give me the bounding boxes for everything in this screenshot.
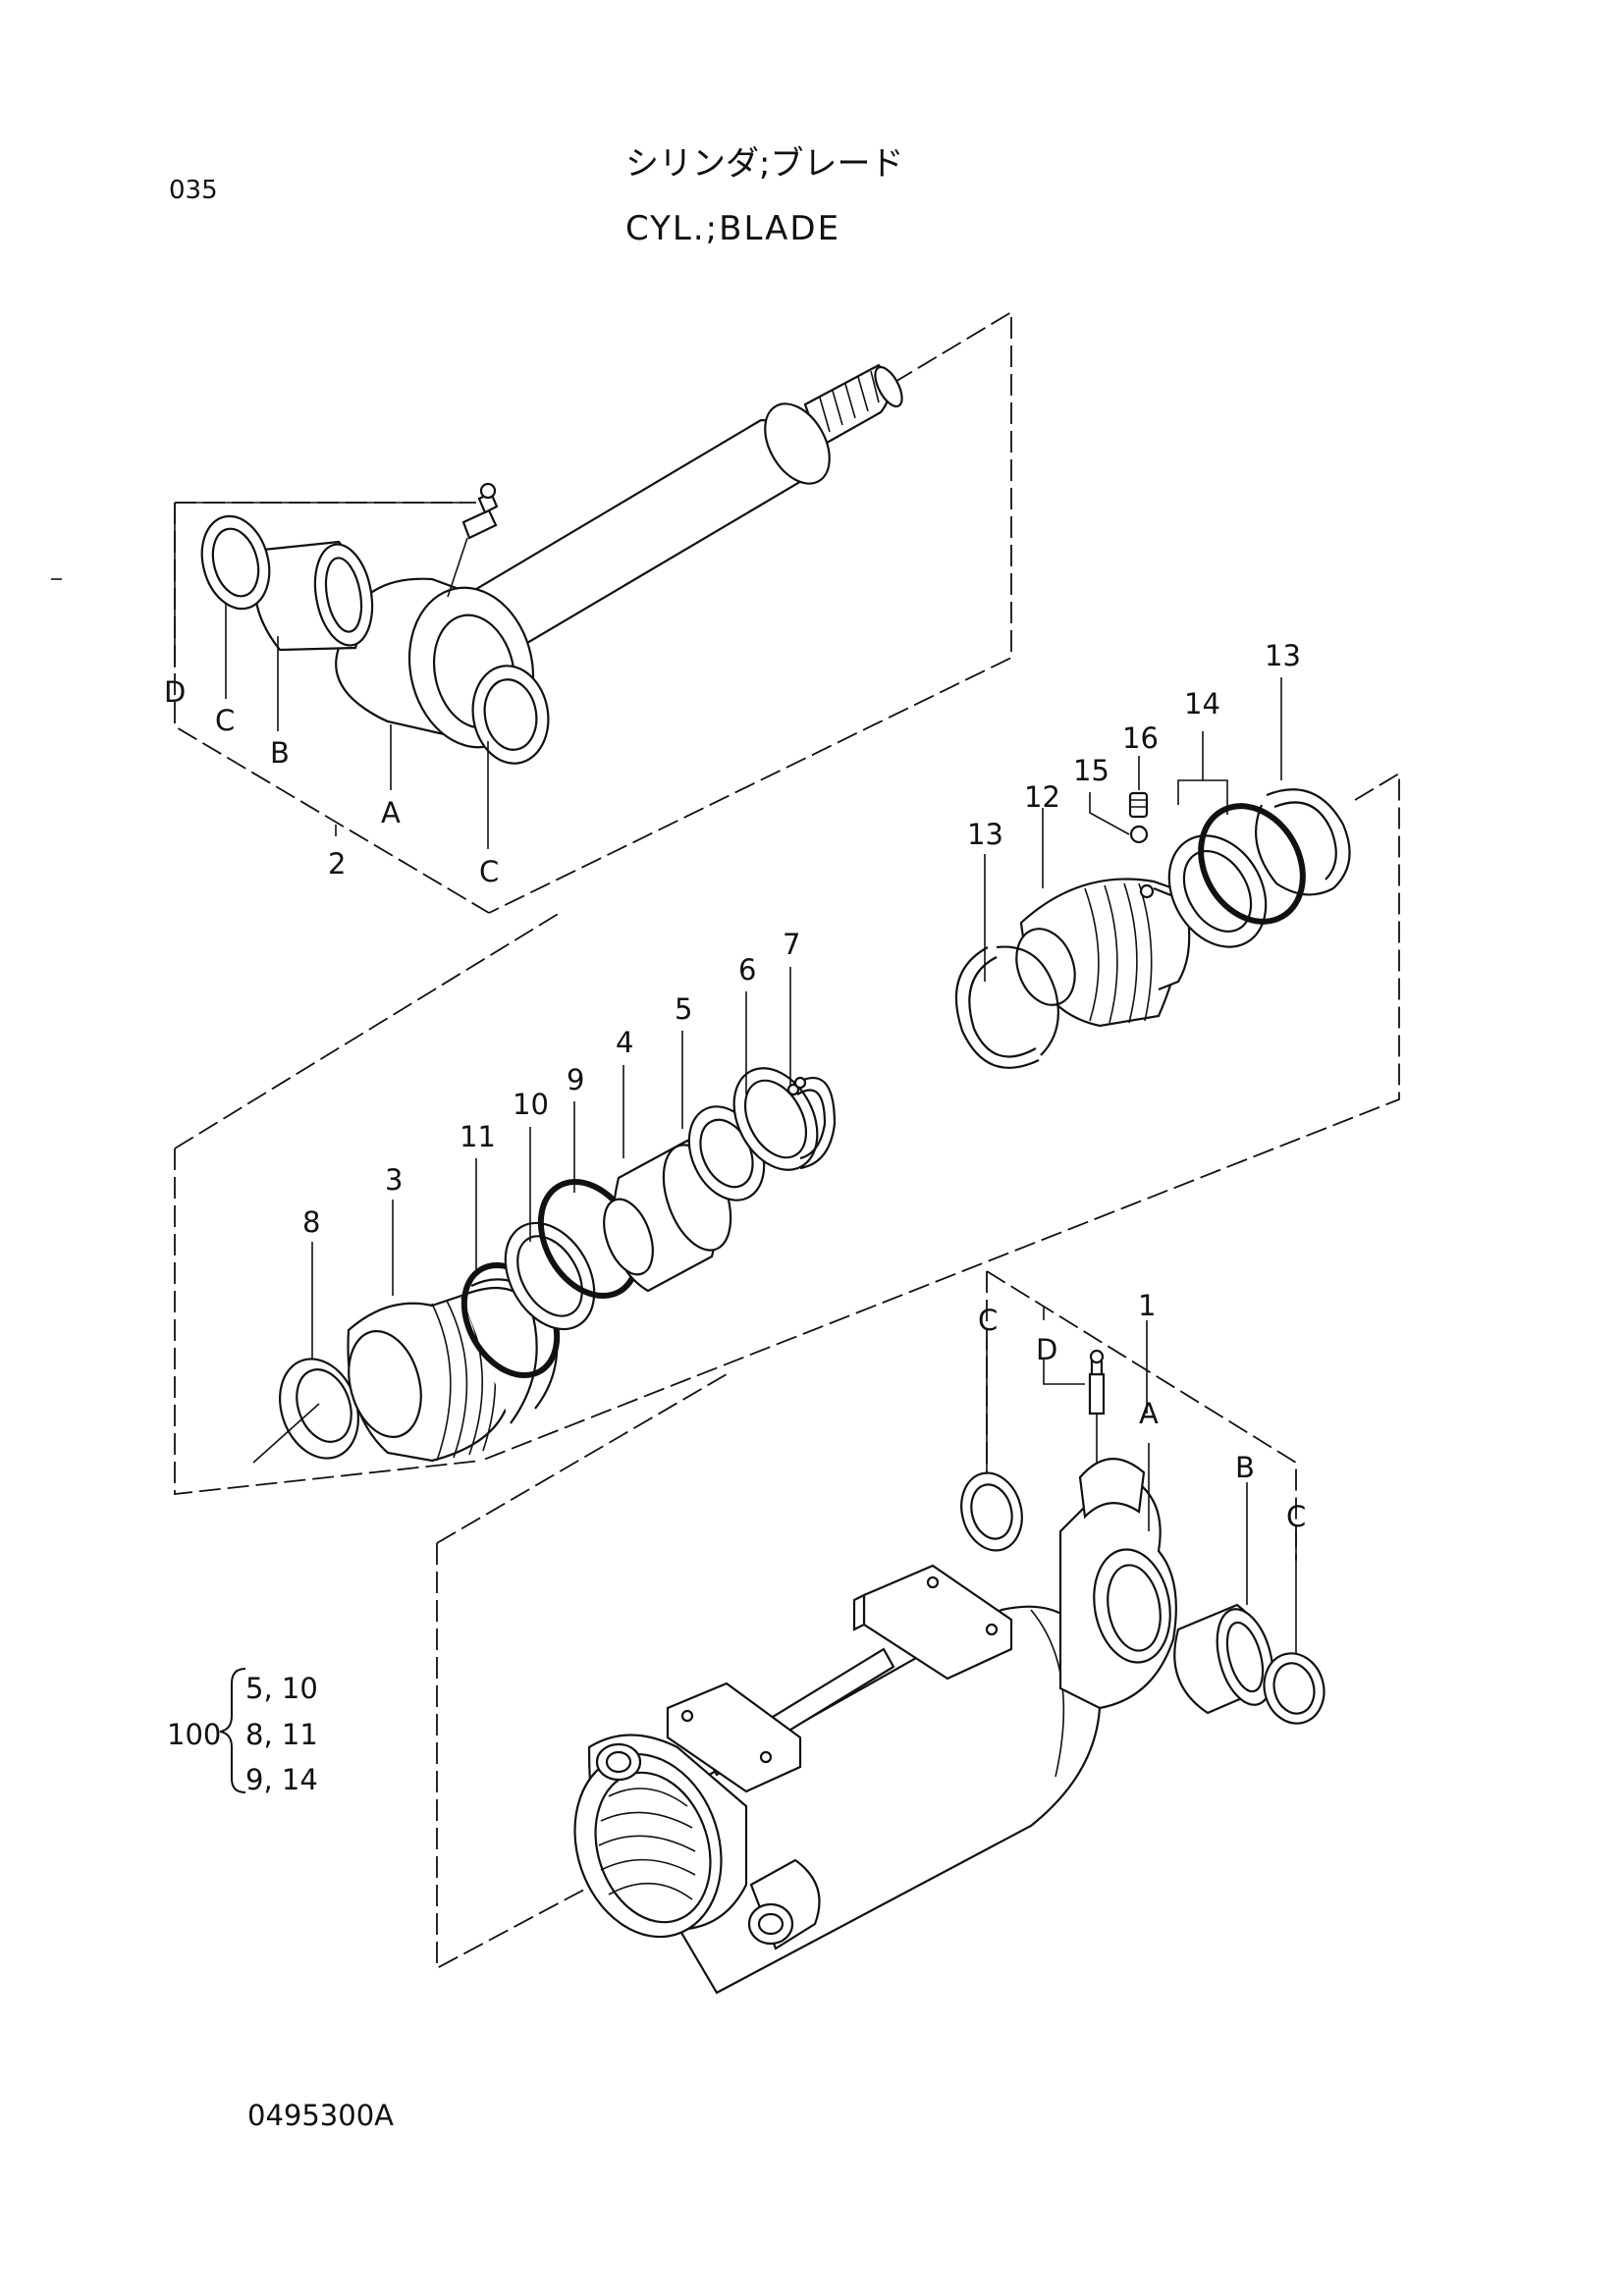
title-english: CYL.;BLADE [625,209,840,248]
kit-row-2: 8, 11 [245,1718,318,1751]
piston-ring-13-left [954,945,1059,1069]
tube-dust-seal-right [1263,1652,1325,1725]
seal-kit-note: 100 5, 10 8, 11 9, 14 [167,1668,318,1796]
rod-label-b: B [270,736,290,770]
title-japanese: シリンダ;ブレード [625,144,903,184]
callout-2: 2 [328,847,346,881]
callout-13b: 13 [1265,639,1301,672]
tube-dust-seal-left [960,1471,1023,1552]
callout-6: 6 [738,953,756,987]
piston [1015,878,1191,1028]
rod-head-leader-lines [252,967,791,1464]
tube-leader-lines [986,1306,1297,1654]
steel-ball-15 [1129,825,1149,844]
callout-11: 11 [460,1120,496,1153]
rod-label-c2: C [479,855,499,888]
callout-3: 3 [385,1163,403,1197]
kit-row-1: 5, 10 [245,1672,318,1705]
bushing-4 [603,1139,732,1293]
callout-9: 9 [567,1063,584,1096]
callout-15: 15 [1073,754,1109,787]
piston-group-frame [174,772,1400,1496]
set-screw-16 [1128,791,1149,819]
tube-label-b: B [1235,1451,1255,1484]
callout-13a: 13 [967,818,1003,851]
piston-seal-14 [1167,803,1306,948]
cylinder-tube [573,1458,1177,1995]
tube-label-d: D [1036,1333,1057,1366]
callout-8: 8 [302,1205,320,1239]
callout-12: 12 [1024,780,1060,814]
kit-brace [219,1668,246,1793]
backup-ring-10 [504,1221,596,1331]
callout-4: 4 [616,1026,633,1059]
rod-dust-seal-right [471,665,550,765]
rod-leader-lines [174,502,489,849]
drawing-number: 0495300A [247,2099,394,2132]
rod-bushing [253,540,374,652]
piston-ring-13-right [1255,788,1351,896]
piston-leader-lines [984,677,1282,982]
tube-label-c2: C [1286,1500,1306,1533]
rod-label-d: D [164,675,186,709]
grease-fitting-icon [1088,1349,1106,1463]
rod-label-c1: C [215,704,235,737]
piston-rod [335,363,903,749]
callout-5: 5 [675,992,692,1026]
snap-ring-7 [786,1076,837,1170]
grease-fitting-icon [447,482,499,598]
tube-label-a: A [1139,1397,1159,1430]
tube-label-c1: C [978,1304,998,1337]
rod-label-a: A [381,796,401,829]
kit-number: 100 [167,1718,221,1751]
callout-10: 10 [513,1088,549,1121]
callout-1: 1 [1138,1289,1156,1322]
kit-row-3: 9, 14 [245,1763,318,1796]
page-code: 035 [169,176,218,205]
callout-14: 14 [1184,687,1220,721]
rod-dust-seal-left [200,514,271,611]
callout-16: 16 [1122,721,1159,755]
tube-bushing [1173,1603,1274,1715]
callout-7: 7 [783,928,800,961]
dust-seal-8 [279,1358,359,1460]
